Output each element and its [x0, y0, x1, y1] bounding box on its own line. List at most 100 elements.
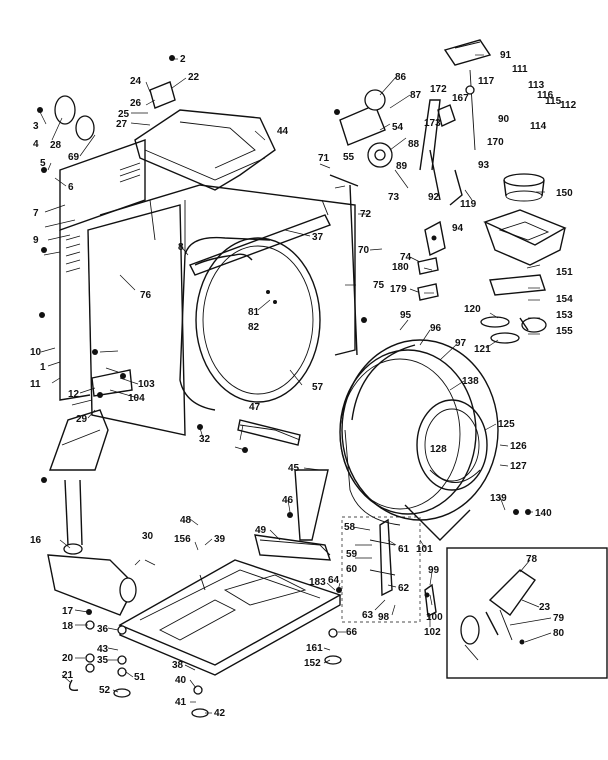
part-label: 28 [50, 140, 62, 151]
part-label: 74 [400, 252, 412, 263]
part-label: 138 [462, 376, 479, 387]
part-label: 63 [362, 610, 374, 621]
part-label: 35 [97, 655, 109, 666]
part-label: 152 [304, 658, 321, 669]
part-label: 121 [474, 344, 491, 355]
part-label: 80 [553, 628, 565, 639]
hardware-fasteners [37, 55, 531, 718]
part-label: 8 [178, 242, 184, 253]
part-label: 75 [373, 280, 385, 291]
part-label: 60 [346, 564, 358, 575]
part-label: 172 [430, 84, 447, 95]
part-label: 101 [416, 544, 433, 555]
part-label: 38 [172, 660, 184, 671]
part-label: 5 [40, 158, 46, 169]
part-label: 55 [343, 152, 355, 163]
part-label: 115 [545, 96, 562, 107]
part-label: 66 [346, 627, 358, 638]
part-label: 97 [455, 338, 467, 349]
part-label: 116 [537, 90, 554, 101]
part-label: 102 [424, 627, 441, 638]
part-label: 89 [396, 161, 408, 172]
part-label: 36 [97, 624, 109, 635]
part-label: 100 [426, 612, 443, 623]
part-label: 92 [428, 192, 440, 203]
part-label: 183 [309, 577, 326, 588]
part-label: 117 [478, 76, 495, 87]
part-label: 140 [535, 508, 552, 519]
part-label: 18 [62, 621, 74, 632]
part-label: 120 [464, 304, 481, 315]
part-label: 69 [68, 152, 80, 163]
inset-detail-box [446, 547, 608, 679]
part-label: 32 [199, 434, 211, 445]
part-label: 27 [116, 119, 128, 130]
part-label: 64 [328, 575, 340, 586]
part-label: 26 [130, 98, 142, 109]
part-label: 6 [68, 182, 74, 193]
part-label: 125 [498, 419, 515, 430]
part-label: 91 [500, 50, 512, 61]
rear-panel-louvers [65, 162, 141, 273]
part-label: 81 [248, 307, 260, 318]
part-label: 79 [553, 613, 565, 624]
part-label: 59 [346, 549, 358, 560]
part-label: 127 [510, 461, 527, 472]
part-label: 2 [180, 54, 186, 65]
part-label: 3 [33, 121, 39, 132]
part-label: 48 [180, 515, 192, 526]
part-label: 111 [512, 64, 528, 75]
leader-lines [39, 54, 552, 714]
cabinet-housing [59, 139, 359, 436]
part-label: 104 [128, 393, 145, 404]
part-label: 126 [510, 441, 527, 452]
part-label: 12 [68, 389, 80, 400]
part-label: 52 [99, 685, 111, 696]
part-label: 7 [33, 208, 39, 219]
part-label: 42 [214, 708, 226, 719]
part-label: 72 [360, 209, 372, 220]
part-label: 98 [378, 612, 390, 623]
part-label: 128 [430, 444, 447, 455]
blower-duct [47, 409, 137, 616]
part-label: 37 [312, 232, 324, 243]
part-label: 114 [530, 121, 547, 132]
part-label: 82 [248, 322, 260, 333]
part-label: 39 [214, 534, 226, 545]
part-label: 70 [358, 245, 370, 256]
part-label: 1 [40, 362, 46, 373]
part-label: 45 [288, 463, 300, 474]
part-label: 25 [118, 109, 130, 120]
part-label: 170 [487, 137, 504, 148]
part-label: 4 [33, 139, 39, 150]
part-label: 58 [344, 522, 356, 533]
part-label: 61 [398, 544, 410, 555]
part-label: 99 [428, 565, 440, 576]
part-label: 95 [400, 310, 412, 321]
part-label: 30 [142, 531, 154, 542]
part-label: 54 [392, 122, 404, 133]
part-label: 161 [306, 643, 323, 654]
part-label: 88 [408, 139, 420, 150]
front-drum-shell [339, 339, 499, 541]
part-label: 76 [140, 290, 152, 301]
part-label: 93 [478, 160, 490, 171]
part-label: 150 [556, 188, 573, 199]
part-label: 23 [539, 602, 551, 613]
part-label: 103 [138, 379, 155, 390]
part-label: 57 [312, 382, 324, 393]
part-label: 71 [318, 153, 330, 164]
part-label: 10 [30, 347, 42, 358]
part-label: 94 [452, 223, 464, 234]
part-label: 173 [424, 118, 441, 129]
part-label: 43 [97, 644, 109, 655]
part-label: 51 [134, 672, 146, 683]
part-label: 16 [30, 535, 42, 546]
part-label: 87 [410, 90, 422, 101]
part-label: 49 [255, 525, 267, 536]
part-label: 179 [390, 284, 407, 295]
part-label: 156 [174, 534, 191, 545]
part-label: 90 [498, 114, 510, 125]
part-label: 44 [277, 126, 289, 137]
